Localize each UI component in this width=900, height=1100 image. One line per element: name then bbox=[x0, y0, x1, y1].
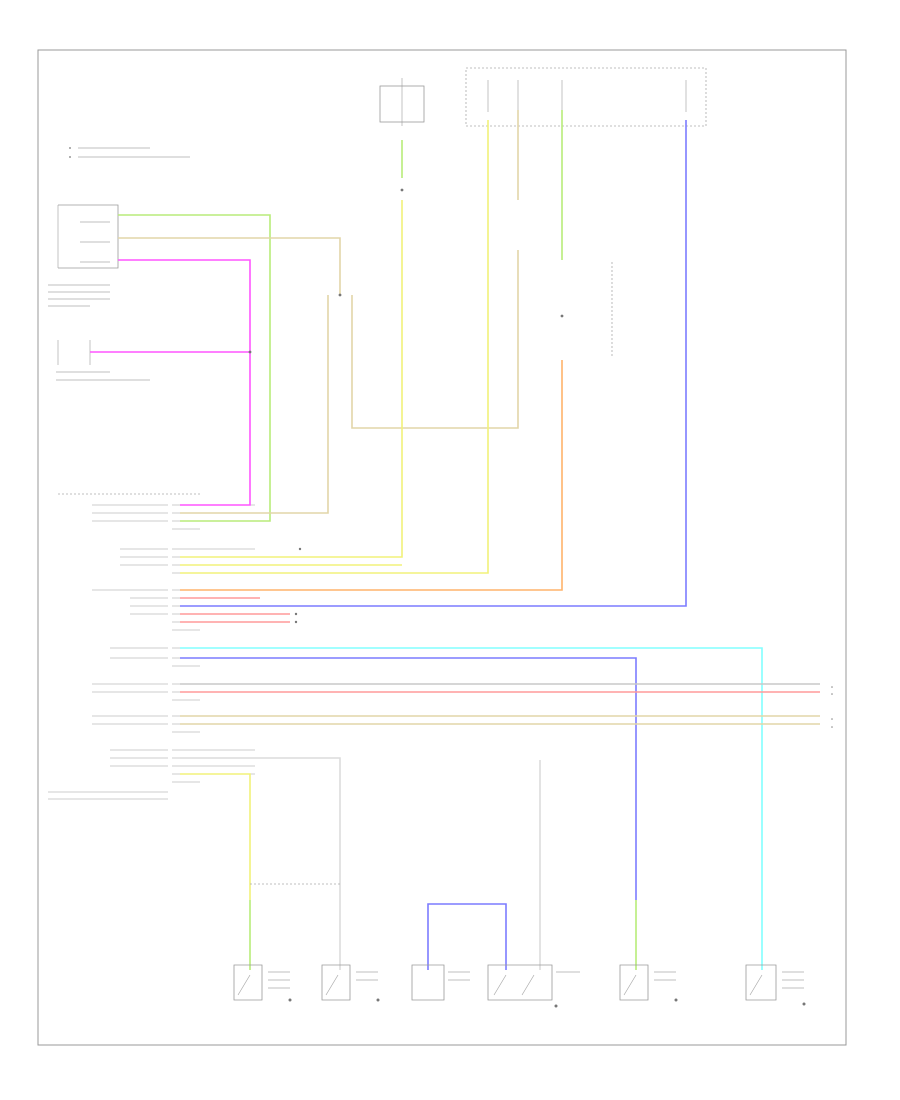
wire-yellow-2 bbox=[180, 120, 489, 574]
back-door-switch bbox=[487, 964, 580, 1001]
wire-tan-2 bbox=[180, 295, 329, 514]
luggage-room-lamp bbox=[411, 964, 470, 1001]
door-switch-passenger bbox=[745, 964, 804, 1001]
fuse-block-top bbox=[379, 67, 707, 127]
diagram-frame bbox=[37, 49, 847, 1046]
wire-green bbox=[118, 214, 271, 522]
wire-tan-1 bbox=[118, 237, 341, 295]
splice-dots bbox=[248, 188, 564, 624]
bcm-connector-block bbox=[48, 493, 255, 800]
door-switch-right bbox=[619, 964, 676, 1001]
remote-keyless-receiver bbox=[48, 204, 119, 307]
door-switch-rear-left bbox=[233, 964, 290, 1001]
wire-orange bbox=[180, 360, 563, 591]
wire-magenta bbox=[118, 259, 251, 506]
wire-blue-loop bbox=[427, 903, 507, 970]
optical-sensor bbox=[56, 340, 150, 381]
wire-tan-3 bbox=[351, 250, 519, 429]
wire-yellow-sw1 bbox=[180, 773, 251, 900]
wire-yellow-1 bbox=[180, 200, 403, 558]
wire-blue bbox=[180, 120, 687, 607]
wire-blue-2 bbox=[180, 657, 637, 900]
ground-symbols bbox=[288, 998, 806, 1008]
legend bbox=[69, 147, 190, 158]
continuation-marks bbox=[831, 686, 833, 728]
door-switch-left bbox=[321, 964, 378, 1001]
wire-gray-sw2 bbox=[180, 757, 341, 970]
wire-cyan bbox=[180, 647, 763, 970]
